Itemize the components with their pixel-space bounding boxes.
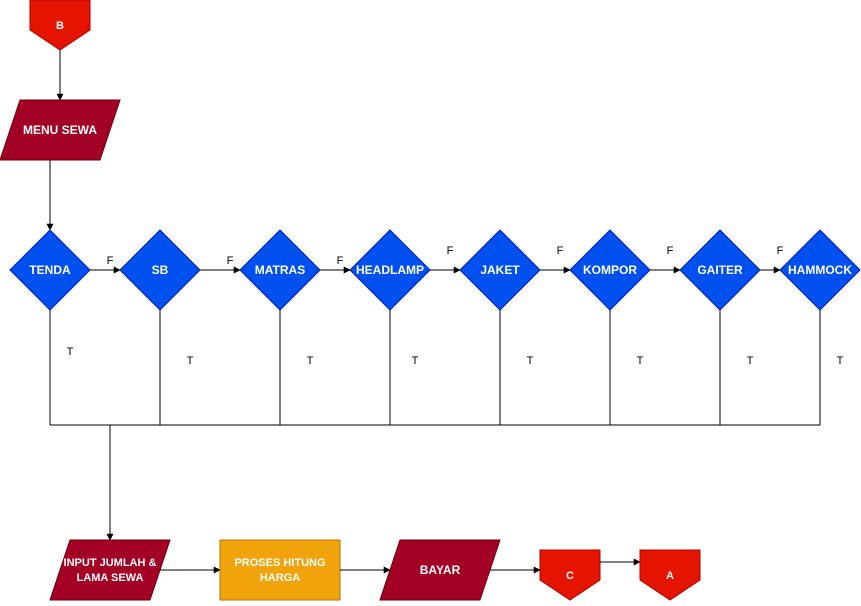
connector-c-label: C xyxy=(566,570,574,582)
label-t-7: T xyxy=(747,355,754,367)
label-t-3: T xyxy=(307,355,314,367)
decision-gaiter-label: GAITER xyxy=(697,263,743,277)
bayar-label: BAYAR xyxy=(420,563,461,577)
decision-headlamp[interactable]: HEADLAMP xyxy=(349,229,431,311)
connector-b[interactable]: B xyxy=(29,0,91,51)
decision-sb-label: SB xyxy=(152,263,169,277)
label-f-2: F xyxy=(227,255,234,267)
label-t-4: T xyxy=(412,355,419,367)
menu-sewa-label: MENU SEWA xyxy=(23,123,97,137)
decision-jaket[interactable]: JAKET xyxy=(459,229,541,311)
process-hitung-node[interactable]: PROSES HITUNG HARGA xyxy=(219,539,341,601)
decision-hammock[interactable]: HAMMOCK xyxy=(779,229,861,311)
decision-kompor[interactable]: KOMPOR xyxy=(569,229,651,311)
decision-jaket-label: JAKET xyxy=(480,263,520,277)
decision-tenda[interactable]: TENDA xyxy=(9,229,91,311)
label-t-8: T xyxy=(837,355,844,367)
label-f-3: F xyxy=(337,255,344,267)
label-t-2: T xyxy=(187,355,194,367)
connector-a-label: A xyxy=(666,570,674,582)
label-t-1: T xyxy=(67,346,74,358)
label-f-5: F xyxy=(557,245,564,257)
label-f-6: F xyxy=(667,245,674,257)
process-label-line-2: HARGA xyxy=(260,572,300,584)
decision-kompor-label: KOMPOR xyxy=(583,263,637,277)
connector-a[interactable]: A xyxy=(639,549,701,601)
decision-gaiter[interactable]: GAITER xyxy=(679,229,761,311)
input-jumlah-node[interactable]: INPUT JUMLAH & LAMA SEWA xyxy=(49,539,171,601)
process-label-line-1: PROSES HITUNG xyxy=(234,557,325,569)
label-t-5: T xyxy=(527,355,534,367)
label-t-6: T xyxy=(637,355,644,367)
connector-c[interactable]: C xyxy=(539,549,601,601)
decision-matras[interactable]: MATRAS xyxy=(239,229,321,311)
input-label-line-1: INPUT JUMLAH & xyxy=(64,557,157,569)
label-f-4: F xyxy=(447,245,454,257)
decision-hammock-label: HAMMOCK xyxy=(788,263,852,277)
decision-headlamp-label: HEADLAMP xyxy=(356,263,424,277)
decision-sb[interactable]: SB xyxy=(119,229,201,311)
connector-b-label: B xyxy=(56,20,64,32)
input-label-line-2: LAMA SEWA xyxy=(77,572,144,584)
label-f-7: F xyxy=(777,245,784,257)
bayar-node[interactable]: BAYAR xyxy=(379,539,501,601)
label-f-1: F xyxy=(107,255,114,267)
menu-sewa-node[interactable]: MENU SEWA xyxy=(0,99,121,161)
decision-matras-label: MATRAS xyxy=(255,263,305,277)
decision-tenda-label: TENDA xyxy=(29,263,71,277)
